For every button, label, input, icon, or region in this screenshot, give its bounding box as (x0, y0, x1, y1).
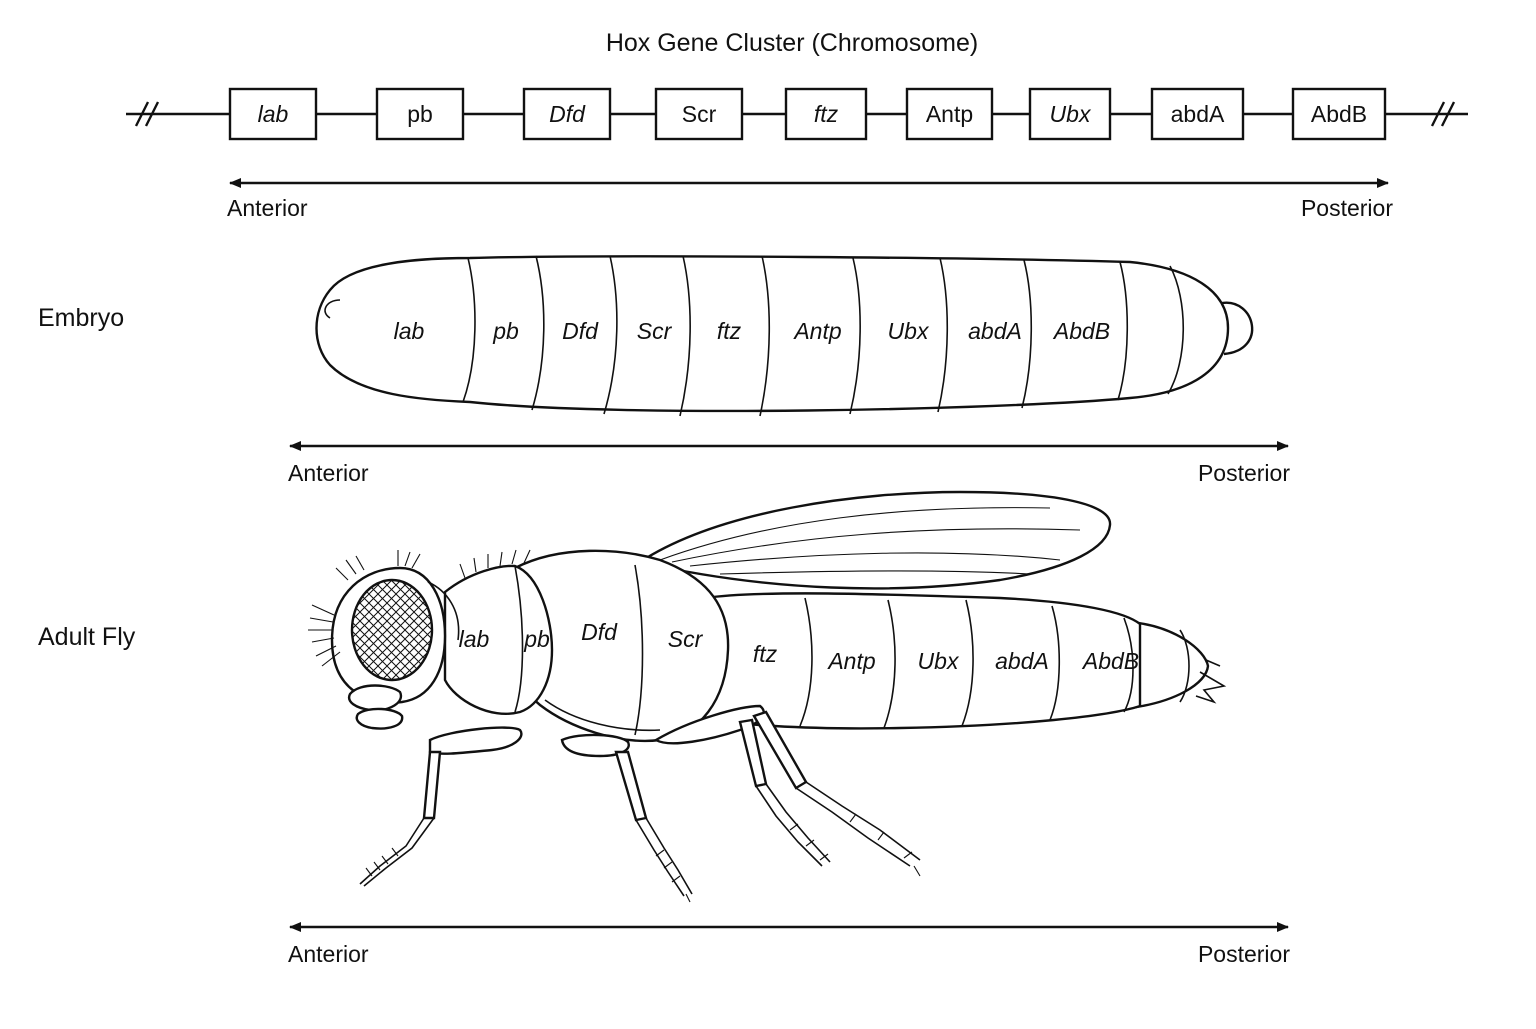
gene-label: pb (407, 101, 433, 127)
segment-label-AbdB: AbdB (1052, 318, 1110, 344)
embryo-mouth (324, 299, 341, 319)
embryo-body (315, 255, 1230, 413)
gene-label: lab (258, 101, 289, 127)
adult-fly: lab pb Dfd Scr ftz Antp Ubx abdA AbdB (308, 490, 1227, 903)
chromosome-posterior-label: Posterior (1301, 195, 1393, 221)
embryo-label: Embryo (38, 304, 124, 332)
gene-box-lab: lab (228, 87, 318, 141)
segment-label-Scr: Scr (668, 626, 704, 652)
gene-box-Dfd: Dfd (522, 87, 612, 141)
hind-leg-2 (752, 710, 921, 877)
segment-label-Ubx: Ubx (888, 318, 930, 344)
gene-label: ftz (814, 101, 839, 127)
gene-label: Scr (682, 101, 717, 127)
neck (443, 564, 554, 715)
gene-label: Ubx (1050, 101, 1092, 127)
embryo-tail-bud (1221, 301, 1254, 356)
gene-label: Dfd (549, 101, 586, 127)
segment-label-lab: lab (459, 626, 490, 652)
compound-eye (350, 578, 434, 682)
segment-label-AbdB: AbdB (1081, 648, 1139, 674)
segment-label-Antp: Antp (792, 318, 842, 344)
chromosome-break-right (1430, 101, 1468, 127)
chromosome-break-left (126, 101, 160, 127)
gene-box-Scr: Scr (654, 87, 744, 141)
gene-box-ftz: ftz (784, 87, 868, 141)
chromosome-anterior-label: Anterior (227, 195, 308, 221)
segment-label-abdA: abdA (968, 318, 1022, 344)
mouthparts (347, 684, 403, 712)
gene-box-Antp: Antp (905, 87, 994, 141)
gene-box-pb: pb (375, 87, 465, 141)
gene-box-AbdB: AbdB (1291, 87, 1387, 141)
back-bristles (335, 549, 531, 581)
hind-leg-1 (653, 704, 831, 867)
embryo-axis: Anterior Posterior (288, 441, 1290, 486)
middle-leg (560, 733, 693, 903)
adult-anterior-label: Anterior (288, 941, 369, 967)
segment-label-Dfd: Dfd (581, 619, 618, 645)
gene-label: Antp (926, 101, 973, 127)
chromosome-title: Hox Gene Cluster (Chromosome) (606, 29, 978, 57)
front-leg (359, 726, 523, 887)
gene-box-abdA: abdA (1150, 87, 1245, 141)
abdomen (703, 592, 1142, 730)
segment-label-pb: pb (492, 318, 519, 344)
gene-label: AbdB (1311, 101, 1367, 127)
adult-axis: Anterior Posterior (288, 922, 1290, 967)
embryo: lab pb Dfd Scr ftz Antp Ubx abdA AbdB (315, 255, 1254, 417)
adult-fly-label: Adult Fly (38, 623, 136, 651)
wing (636, 490, 1112, 590)
segment-label-Antp: Antp (826, 648, 876, 674)
segment-label-Dfd: Dfd (562, 318, 599, 344)
face-bristles (308, 604, 341, 667)
embryo-anterior-label: Anterior (288, 460, 369, 486)
chromosome-axis: Anterior Posterior (227, 178, 1393, 221)
segment-label-pb: pb (523, 626, 550, 652)
segment-label-Ubx: Ubx (918, 648, 960, 674)
segment-label-ftz: ftz (717, 318, 742, 344)
adult-posterior-label: Posterior (1198, 941, 1290, 967)
embryo-posterior-label: Posterior (1198, 460, 1290, 486)
segment-label-abdA: abdA (995, 648, 1049, 674)
gene-label: abdA (1171, 101, 1225, 127)
gene-box-Ubx: Ubx (1028, 87, 1112, 141)
chromosome: lab pb Dfd Scr ftz Antp Ubx abdA AbdB (126, 87, 1468, 141)
segment-label-lab: lab (394, 318, 425, 344)
segment-label-ftz: ftz (753, 641, 778, 667)
segment-label-Scr: Scr (637, 318, 673, 344)
abdomen-tip (1128, 620, 1227, 710)
